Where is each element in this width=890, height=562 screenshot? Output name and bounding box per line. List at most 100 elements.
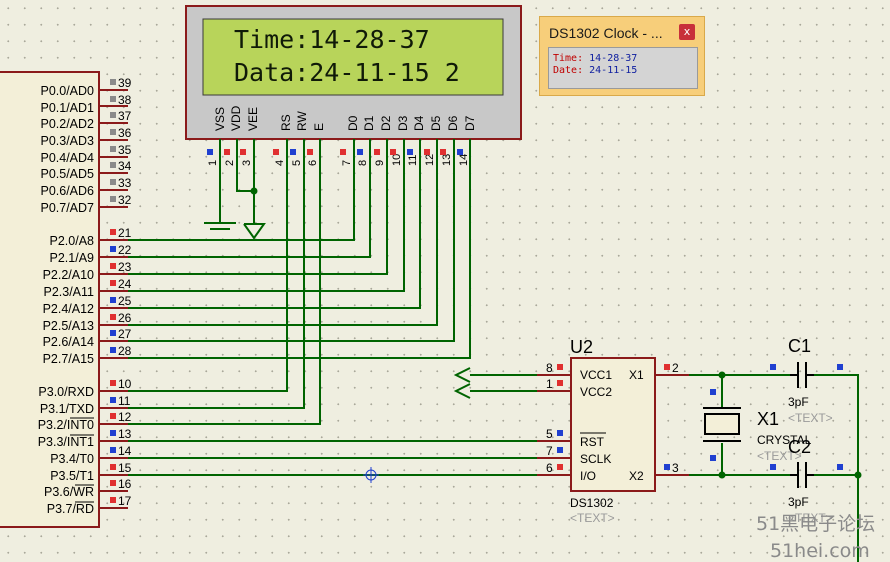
mcu-pin-number: 16 <box>118 477 132 491</box>
mcu-pin-stubs <box>99 89 128 509</box>
mcu-body <box>0 71 100 528</box>
c2-value: 3pF <box>788 495 809 509</box>
mcu-pin-number: 38 <box>118 93 132 107</box>
u2-pin-state <box>557 364 563 370</box>
u2-pin-label: X1 <box>629 368 644 382</box>
ds1302-chip[interactable]: U2 VCC1 VCC2 RST SCLK I/O X1 X2 8 1 5 7 … <box>537 337 689 525</box>
mcu-pin-label: P2.0/A8 <box>50 234 95 248</box>
lcd-pin-number: 7 <box>341 160 353 166</box>
lcd-pin-label: D6 <box>446 115 460 131</box>
u2-pin-state <box>664 364 670 370</box>
crystal-x1[interactable]: X1 CRYSTAL <TEXT> <box>703 389 812 463</box>
u2-pin-label: SCLK <box>580 452 611 466</box>
u2-pin-label: VCC2 <box>580 385 612 399</box>
mcu-pin-number: 27 <box>118 327 132 341</box>
lcd-pin-number: 14 <box>458 154 470 166</box>
lcd-module[interactable]: Time:14-28-37 Data:24-11-15 2 VSS VDD VE… <box>185 5 522 166</box>
mcu-pin-number: 15 <box>118 461 132 475</box>
mcu-pin-number: 24 <box>118 277 132 291</box>
mcu-pin-states <box>110 79 116 503</box>
watermark: 51黑电子论坛 51hei.com <box>756 513 875 562</box>
mcu-pin-label: P0.7/AD7 <box>40 201 94 215</box>
u2-pin-state <box>557 430 563 436</box>
lcd-pin-label: D7 <box>463 115 477 131</box>
ds1302-clock-popup[interactable]: DS1302 Clock - ... x Time: 14-28-37 Date… <box>539 16 705 96</box>
mcu-pin-label: P0.2/AD2 <box>40 117 94 131</box>
u2-pin-label: I/O <box>580 469 596 483</box>
lcd-pin-number: 2 <box>224 160 236 166</box>
mcu-pin-label: P3.7/RD <box>47 502 94 516</box>
u2-pin-stubs <box>537 374 689 476</box>
lcd-pin-label: RW <box>295 111 309 131</box>
mcu-pin-number: 33 <box>118 176 132 190</box>
lcd-pin-number: 9 <box>374 160 386 166</box>
lcd-pin-number: 4 <box>274 160 286 166</box>
junctions <box>250 187 862 479</box>
u2-reference: U2 <box>570 337 593 357</box>
u2-pin-label: RST <box>580 435 605 449</box>
mcu-pin-number: 12 <box>118 410 132 424</box>
mcu-chip[interactable]: P0.0/AD0 P0.1/AD1 P0.2/AD2 P0.3/AD3 P0.4… <box>0 71 132 528</box>
capacitor-c2[interactable]: C2 3pF <TEXT> <box>770 437 843 525</box>
lcd-line-1: Time:14-28-37 <box>234 25 430 54</box>
u2-pin-number: 7 <box>546 444 553 458</box>
c2-pin-state <box>770 464 776 470</box>
u2-part-name: DS1302 <box>570 496 614 510</box>
mcu-pin-label: P0.6/AD6 <box>40 184 94 198</box>
c2-text-placeholder: <TEXT> <box>788 511 833 525</box>
mcu-pin-number: 22 <box>118 243 132 257</box>
mcu-pin-number: 23 <box>118 260 132 274</box>
mcu-pin-label: P3.5/T1 <box>50 469 94 483</box>
u2-text-placeholder: <TEXT> <box>570 511 615 525</box>
mcu-pin-label: P3.1/TXD <box>40 402 94 416</box>
mcu-pin-label: P2.4/A12 <box>43 302 94 316</box>
capacitor-c1[interactable]: C1 3pF <TEXT> <box>770 336 843 425</box>
mcu-pin-label: P2.5/A13 <box>43 319 94 333</box>
lcd-pin-number: 12 <box>424 154 436 166</box>
lcd-pin-label: D2 <box>379 115 393 131</box>
mcu-pin-label: P2.7/A15 <box>43 352 94 366</box>
date-value: 24-11-15 <box>589 65 638 76</box>
crosshair-cursor-icon <box>363 467 379 483</box>
mcu-pin-number: 14 <box>118 444 132 458</box>
mcu-pin-label: P0.0/AD0 <box>40 84 94 98</box>
time-label: Time: <box>553 53 584 64</box>
lcd-pin-number: 11 <box>407 155 419 166</box>
u2-pin-number: 8 <box>546 361 553 375</box>
watermark-line-2: 51hei.com <box>770 540 870 562</box>
x1-pin-state <box>710 389 716 395</box>
lcd-pin-label: D4 <box>412 115 426 131</box>
lcd-line-2: Data:24-11-15 2 <box>234 58 460 87</box>
c1-value: 3pF <box>788 395 809 409</box>
lcd-pin-label: D5 <box>429 115 443 131</box>
x1-value: CRYSTAL <box>757 433 812 447</box>
mcu-pin-number: 32 <box>118 193 132 207</box>
u2-pin-number: 1 <box>546 377 553 391</box>
c2-pin-state <box>837 464 843 470</box>
mcu-pin-number: 28 <box>118 344 132 358</box>
mcu-overbars <box>70 417 94 503</box>
mcu-pin-number: 13 <box>118 427 132 441</box>
mcu-pin-number: 36 <box>118 126 132 140</box>
lcd-pin-label: VEE <box>246 107 260 131</box>
u2-pin-number: 6 <box>546 461 553 475</box>
mcu-pin-label: P2.3/A11 <box>43 285 94 299</box>
mcu-pin-label: P3.0/RXD <box>38 385 94 399</box>
lcd-pin-label: RS <box>279 114 293 131</box>
mcu-pin-number: 17 <box>118 494 132 508</box>
u2-pin-label: VCC1 <box>580 368 612 382</box>
mcu-pin-label: P2.2/A10 <box>43 268 94 282</box>
mcu-pin-label: P2.6/A14 <box>43 335 94 349</box>
u2-pin-number: 2 <box>672 361 679 375</box>
mcu-pin-number: 39 <box>118 76 132 90</box>
mcu-pin-number: 34 <box>118 159 132 173</box>
close-icon[interactable]: x <box>679 24 695 40</box>
u2-pin-label: X2 <box>629 469 644 483</box>
lcd-pin-number: 6 <box>307 160 319 166</box>
mcu-pin-label: P3.3/INT1 <box>38 435 94 449</box>
mcu-pin-number: 35 <box>118 143 132 157</box>
mcu-pin-number: 11 <box>118 394 131 408</box>
c1-reference: C1 <box>788 336 811 356</box>
lcd-pin-label: VSS <box>213 107 227 131</box>
